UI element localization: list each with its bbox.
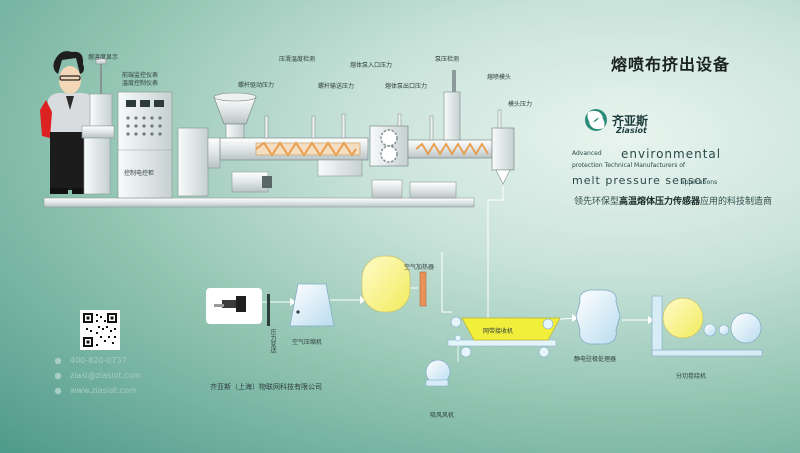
- tagline-small-1: Advanced: [572, 150, 602, 157]
- label-air-compressor: 空气压缩机: [292, 339, 323, 346]
- label-melt-temp-display: 熔温度显示: [88, 54, 119, 61]
- die-section: [407, 70, 515, 185]
- tagline-line-2: protection Technical Manufacturers of: [572, 162, 686, 169]
- display-stand: [81, 57, 115, 195]
- air-compressor-dot: [296, 310, 300, 314]
- label-winder: 分切卷绕机: [676, 373, 707, 380]
- feed-hopper: [213, 92, 257, 139]
- contact-phone[interactable]: 400-820-0737: [70, 356, 127, 365]
- label-net-receiver: 网带接收机: [483, 328, 514, 335]
- tagline-small-3: applications: [681, 179, 718, 186]
- net-receiver-shape: [447, 316, 561, 358]
- qr-code: [80, 310, 120, 350]
- contact-email[interactable]: ziasi@ziasiot.com: [70, 371, 142, 380]
- label-air-heater: 空气加热器: [404, 264, 435, 271]
- globe-icon: [54, 387, 62, 395]
- company-name: 齐亚斯（上海）物联网科技有限公司: [210, 383, 322, 391]
- label-suction-fan: 吸风风机: [430, 412, 455, 419]
- air-tank: [361, 255, 411, 313]
- label-die-head: 熔喷模头: [487, 74, 512, 81]
- label-screw-pressure: 螺杆输送压力: [318, 83, 355, 90]
- contact-icons: [54, 357, 62, 395]
- label-panel-display: 前端监控仪表 温度控制仪表: [122, 72, 159, 87]
- pressure-sensors: [264, 109, 502, 141]
- slogan: 领先环保型高温熔体压力传感器应用的科技制造商: [574, 197, 773, 207]
- label-die-pressure: 模头压力: [508, 101, 533, 108]
- label-motor-pressure: 螺杆驱动压力: [238, 82, 275, 89]
- machine-base: [43, 197, 475, 208]
- page-title: 熔喷布挤出设备: [611, 55, 731, 74]
- contact-web[interactable]: www.ziasiot.com: [70, 386, 137, 395]
- phone-icon: [54, 357, 62, 365]
- label-electrostatic: 静电驻极处理器: [574, 356, 617, 363]
- extruder-barrel: [219, 137, 369, 177]
- brand-name-cn: 齐亚斯: [612, 114, 649, 128]
- label-pump-sensor: 泵压检测: [435, 56, 460, 63]
- label-pressure-sensor: 压力变送: [269, 329, 276, 353]
- label-pump-outlet-pressure: 熔体泵出口压力: [385, 83, 428, 90]
- brand-name-en: Ziasiot: [616, 126, 647, 135]
- tagline-big-3: melt pressure sensor: [572, 174, 708, 187]
- pressure-transmitter: [206, 288, 262, 324]
- air-compressor-shape: [289, 283, 335, 327]
- electrostatic-shape: [575, 289, 621, 345]
- email-icon: [54, 372, 62, 380]
- pressure-transmitter-bar: [267, 294, 270, 326]
- label-filter-pressure: 熔体泵入口压力: [350, 62, 393, 69]
- tagline-big-1: environmental: [621, 147, 722, 161]
- air-heater: [419, 271, 427, 307]
- melt-pump: [369, 125, 457, 199]
- brand-logo: [585, 109, 607, 131]
- gearbox: [177, 127, 272, 197]
- label-main-cabinet: 控制电控柜: [124, 170, 155, 177]
- winder-shape: [651, 295, 763, 357]
- label-feed-temp: 压滑温度检测: [279, 56, 316, 63]
- suction-fan-shape: [425, 346, 459, 387]
- control-cabinet: [117, 91, 173, 199]
